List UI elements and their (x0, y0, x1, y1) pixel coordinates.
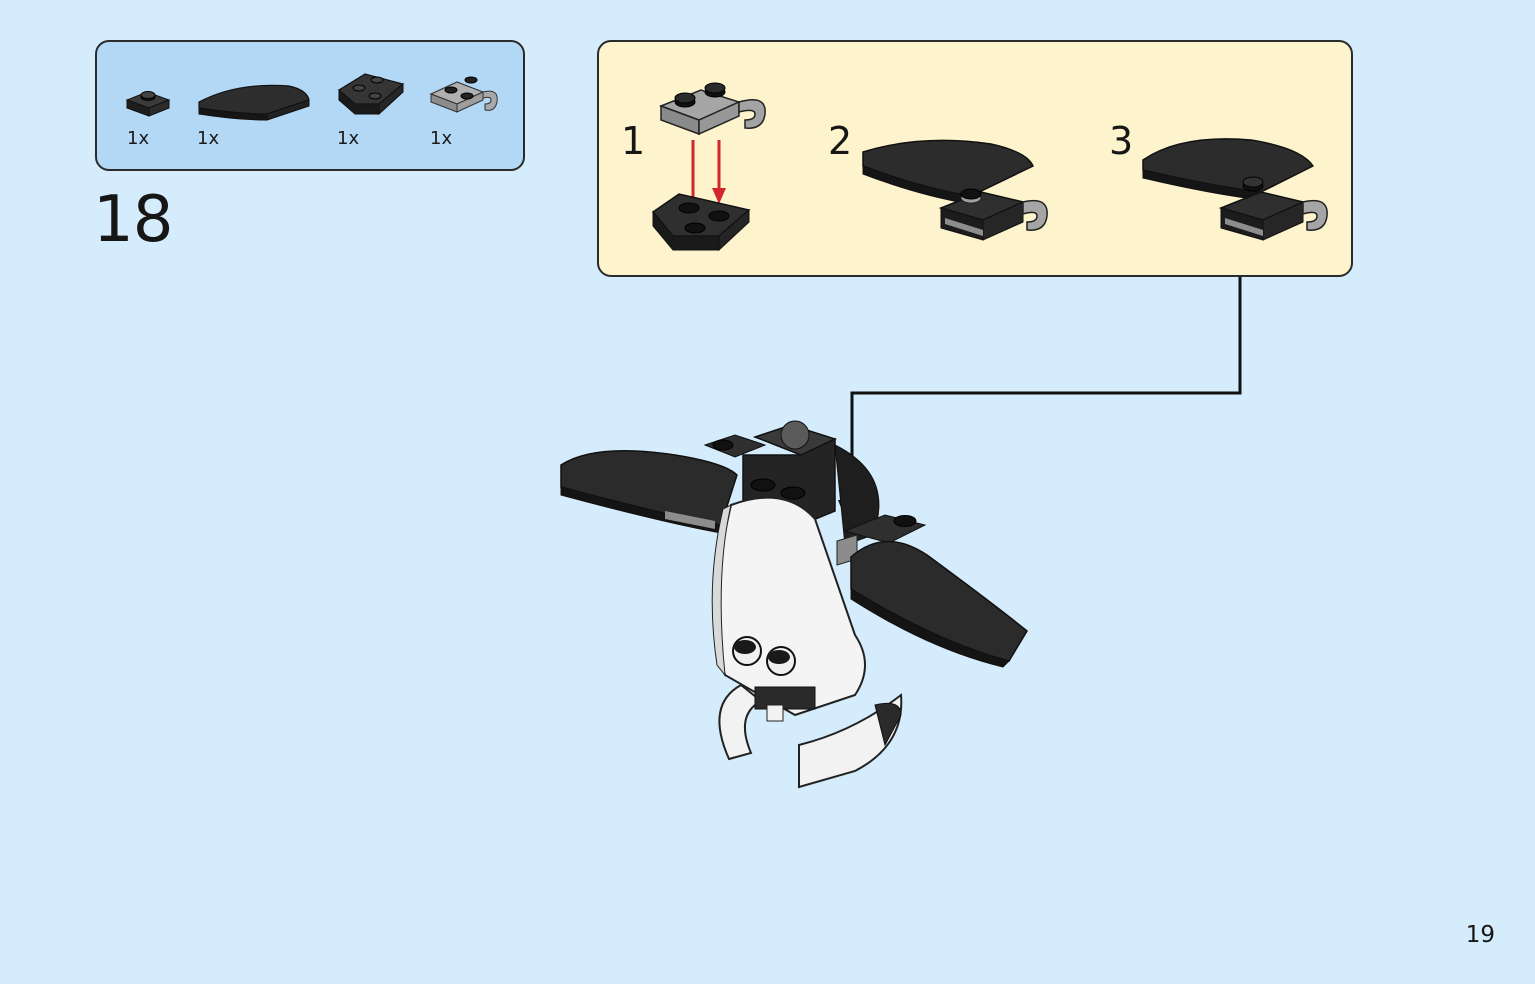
sub-step-1-illustration (649, 64, 779, 256)
sub-step-number: 1 (621, 119, 646, 163)
sub-step-2-illustration (861, 136, 1053, 256)
plate-1x1-icon (125, 88, 171, 120)
sub-step-number: 3 (1109, 119, 1134, 163)
part-plate-1x1 (125, 88, 171, 120)
part-clip-plate (429, 70, 501, 124)
sub-step-3-illustration (1141, 136, 1333, 256)
curved-slope-icon (197, 80, 313, 126)
wedge-plate-icon (335, 68, 407, 126)
step-number: 18 (93, 183, 173, 257)
part-qty: 1x (127, 128, 150, 149)
main-model-illustration (555, 415, 1035, 795)
parts-list-box: 1x 1x 1x (95, 40, 525, 171)
part-qty: 1x (430, 128, 453, 149)
part-qty: 1x (197, 128, 220, 149)
part-curved-slope (197, 80, 313, 126)
page-number: 19 (1465, 922, 1495, 948)
part-wedge-plate (335, 68, 407, 126)
part-qty: 1x (337, 128, 360, 149)
clip-plate-icon (429, 70, 501, 124)
sub-step-number: 2 (828, 119, 853, 163)
sub-assembly-box: 1 2 (597, 40, 1353, 277)
